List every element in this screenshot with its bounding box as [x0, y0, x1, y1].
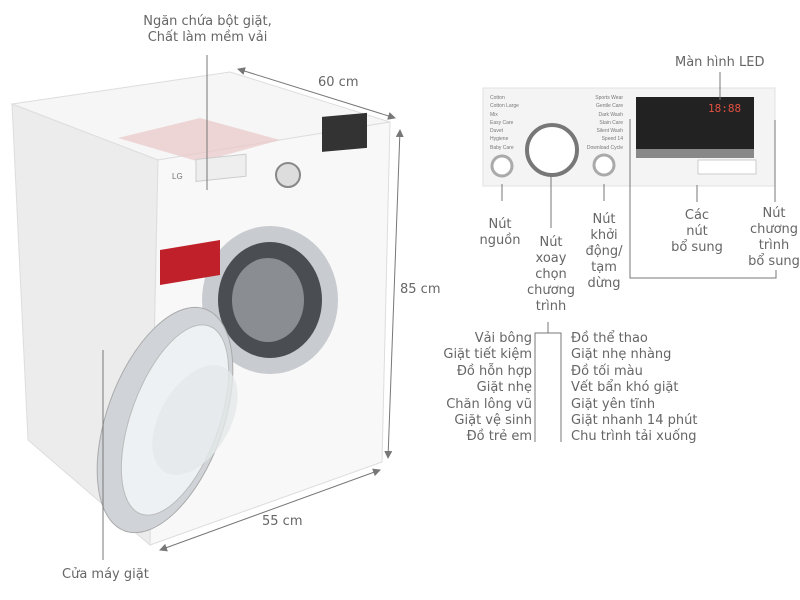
label-line: xoay [535, 251, 567, 266]
program-item: Chu trình tải xuống [571, 429, 697, 445]
label-line: động/ [585, 244, 623, 259]
panel-program: Mix [490, 111, 498, 118]
programs-right-list: Đồ thể thao Giặt nhẹ nhàng Đồ tối màu Vế… [571, 331, 697, 446]
door-bowl [152, 365, 238, 475]
label-line: Các [684, 208, 710, 223]
brand-logo: LG [172, 172, 183, 181]
energy-sticker [118, 118, 280, 162]
panel-program: Cotton [490, 95, 505, 101]
label-line: bổ sung [748, 254, 800, 269]
panel-program: Silent Wash [596, 128, 624, 135]
program-item: Đồ hỗn hợp [456, 363, 532, 379]
program-item: Đồ tối màu [571, 363, 643, 379]
inverter-badge [160, 240, 220, 285]
power-button-icon [490, 154, 514, 178]
label-line: Nút [762, 206, 786, 221]
detergent-drawer-label: Ngăn chứa bột giặt, Chất làm mềm vải [120, 14, 295, 46]
power-button-label: Nút nguồn [470, 217, 530, 249]
label-line: nút [686, 224, 708, 239]
panel-program: Speed 14 [601, 136, 623, 143]
led-digits: 18:88 [708, 102, 741, 115]
panel-program: Baby Care [490, 144, 514, 151]
label-line: nguồn [479, 233, 521, 248]
panel-program: Stain Care [599, 119, 623, 126]
extra-program-bracket [629, 119, 777, 279]
label-line: Chất làm mềm vải [147, 30, 268, 45]
detergent-drawer [195, 153, 247, 182]
led-screen-label: Màn hình LED [675, 55, 765, 70]
width-label: 55 cm [262, 514, 303, 529]
panel-right-programs: Sports Wear Gentle Care Dark Wash Stain … [585, 94, 623, 152]
label-line: Ngăn chứa bột giặt, [143, 14, 272, 29]
panel-program: Cotton Large [490, 103, 519, 110]
extra-buttons [697, 159, 757, 175]
depth-label: 60 cm [318, 75, 359, 90]
label-line: chọn [535, 267, 567, 282]
program-item: Vết bẩn khó giặt [571, 380, 679, 396]
program-item: Đồ thể thao [571, 331, 648, 346]
depth-arrow [237, 67, 396, 120]
program-item: Đồ trẻ em [466, 429, 532, 445]
panel-program: Easy Care [490, 119, 514, 126]
start-pause-button-icon [592, 153, 616, 177]
program-item: Giặt nhanh 14 phút [571, 413, 698, 429]
option-buttons-bar [636, 149, 754, 158]
program-item: Giặt nhẹ nhàng [571, 347, 672, 363]
extra-program-label: Nút chương trình bổ sung [740, 206, 800, 270]
label-line: tạm [591, 260, 617, 275]
label-line: khởi [590, 228, 618, 243]
program-item: Giặt vệ sinh [454, 413, 532, 429]
program-dial [525, 123, 579, 177]
program-list-bracket [534, 332, 562, 442]
program-item: Vải bông [474, 331, 532, 346]
door-label: Cửa máy giặt [62, 567, 149, 582]
panel-program: Download Cycle [586, 144, 623, 151]
led-display-panel [636, 97, 754, 149]
panel-program: Sports Wear [595, 95, 623, 101]
panel-program: Duvet [490, 128, 504, 135]
programs-left-list: Vải bông Giặt tiết kiệm Đồ hỗn hợp Giặt … [400, 331, 532, 446]
panel-program: Hygiene [490, 136, 509, 143]
program-item: Chăn lông vũ [446, 396, 532, 412]
panel-program: Gentle Care [596, 103, 623, 110]
machine-dial [275, 162, 301, 188]
machine-display [322, 112, 367, 152]
label-line: Nút [592, 212, 616, 227]
width-arrow [159, 468, 381, 552]
program-item: Giặt yên tĩnh [571, 396, 656, 412]
label-line: chương [526, 283, 576, 298]
label-line: trình [535, 299, 567, 314]
panel-left-programs: Cotton Cotton Large Mix Easy Care Duvet … [490, 94, 519, 152]
label-line: dừng [587, 276, 621, 291]
extra-buttons-label: Các nút bổ sung [662, 208, 732, 256]
label-line: chương [749, 222, 799, 237]
program-dial-label: Nút xoay chọn chương trình [520, 235, 582, 315]
height-arrow [384, 129, 404, 459]
label-line: trình [758, 238, 790, 253]
label-line: Nút [488, 217, 512, 232]
drum-inner [232, 258, 304, 342]
height-label: 85 cm [400, 282, 441, 297]
label-line: bổ sung [671, 240, 723, 255]
program-item: Giặt nhẹ [476, 380, 532, 396]
program-item: Giặt tiết kiệm [443, 347, 532, 363]
panel-program: Dark Wash [598, 111, 623, 118]
label-line: Nút [539, 235, 563, 250]
start-pause-label: Nút khởi động/ tạm dừng [578, 212, 630, 292]
